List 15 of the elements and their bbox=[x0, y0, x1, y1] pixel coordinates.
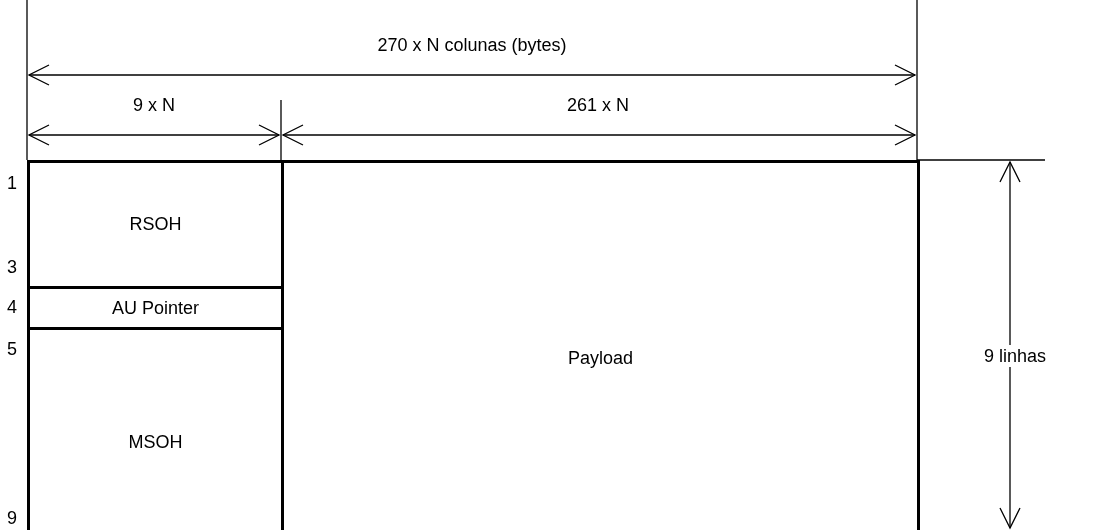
section-label: Payload bbox=[567, 348, 634, 369]
frame-section bbox=[27, 160, 284, 289]
section-label: AU Pointer bbox=[111, 297, 199, 319]
dimension-label: 261 x N bbox=[567, 96, 629, 114]
row-number: 1 bbox=[7, 174, 17, 192]
section-label: RSOH bbox=[129, 214, 182, 235]
row-number: 9 bbox=[7, 509, 17, 527]
frame-section bbox=[281, 160, 920, 530]
row-number: 5 bbox=[7, 340, 17, 358]
dimension-label: 270 x N colunas (bytes) bbox=[377, 36, 567, 54]
section-label: MSOH bbox=[128, 431, 183, 453]
row-number: 3 bbox=[7, 258, 17, 276]
dimension-label: 9 linhas bbox=[984, 345, 1046, 367]
row-number: 4 bbox=[7, 298, 17, 316]
dimension-label: 9 x N bbox=[133, 96, 175, 114]
